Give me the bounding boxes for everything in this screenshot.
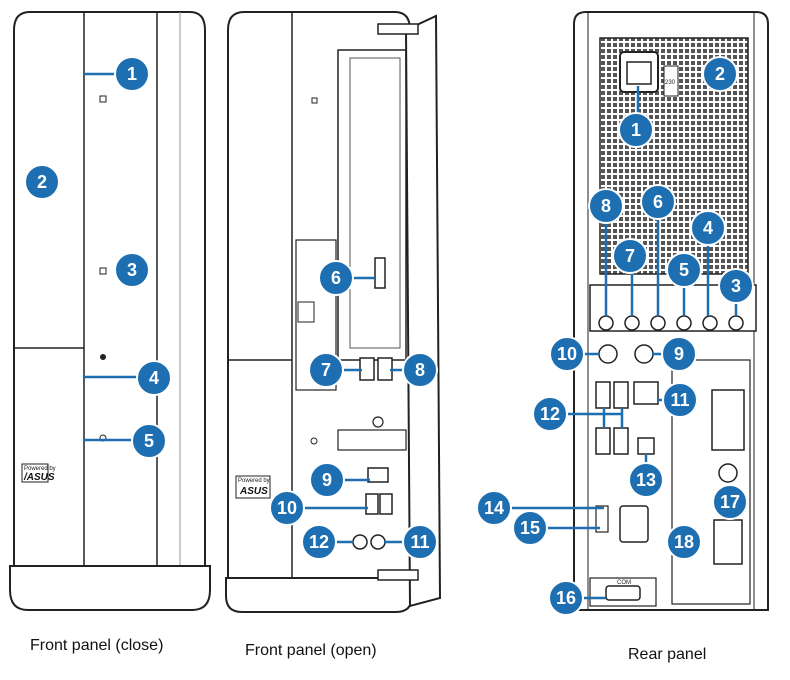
- callout-badge: 1: [618, 112, 654, 148]
- ps2-port[interactable]: [634, 344, 654, 364]
- callout-badge: 12: [532, 396, 568, 432]
- callout-badge: 7: [308, 352, 344, 388]
- svg-text:16: 16: [556, 588, 576, 608]
- vga-port-card[interactable]: [713, 519, 743, 565]
- callout-badge: 1: [114, 56, 150, 92]
- caption-front-panel-open: Front panel (open): [245, 642, 377, 659]
- svg-text:10: 10: [557, 344, 577, 364]
- powered-by-text: Powered by: [24, 466, 56, 472]
- audio-jack[interactable]: [676, 315, 692, 331]
- callout-badge: 6: [318, 260, 354, 296]
- svg-text:14: 14: [484, 498, 504, 518]
- callout-badge: 6: [640, 184, 676, 220]
- svg-text:9: 9: [674, 344, 684, 364]
- svg-text:6: 6: [331, 268, 341, 288]
- ieee1394-port[interactable]: [637, 437, 655, 455]
- drive-icon: [311, 97, 318, 104]
- callout-badge: 11: [402, 524, 438, 560]
- callout-badge: 12: [301, 524, 337, 560]
- callout-badge: 11: [662, 382, 698, 418]
- voltage-text: 230: [665, 80, 676, 86]
- svg-text:7: 7: [625, 246, 635, 266]
- callout-badge: 9: [309, 462, 345, 498]
- svg-text:10: 10: [277, 498, 297, 518]
- audio-jack[interactable]: [702, 315, 718, 331]
- vga-port[interactable]: [619, 505, 649, 543]
- hdd-led-icon: [100, 354, 106, 360]
- callout-badge: 18: [666, 524, 702, 560]
- audio-jack[interactable]: [598, 315, 614, 331]
- svg-text:3: 3: [731, 276, 741, 296]
- powered-by-text: Powered by: [238, 478, 270, 484]
- callout-badge: 8: [588, 188, 624, 224]
- usb-port[interactable]: [613, 427, 629, 455]
- callout-badge: 14: [476, 490, 512, 526]
- svg-text:9: 9: [322, 470, 332, 490]
- svg-text:11: 11: [670, 390, 689, 410]
- callout-badge: 3: [114, 252, 150, 288]
- callout-badge: 17: [712, 484, 748, 520]
- svg-text:1: 1: [127, 64, 137, 84]
- callout-badge: 4: [690, 210, 726, 246]
- ps2-port[interactable]: [598, 344, 618, 364]
- audio-jack[interactable]: [650, 315, 666, 331]
- asus-logo: /ASUS: [23, 472, 55, 483]
- svg-text:18: 18: [674, 532, 694, 552]
- caption-front-panel-close: Front panel (close): [30, 637, 164, 654]
- callout-badge: 3: [718, 268, 754, 304]
- svg-text:12: 12: [309, 532, 329, 552]
- rear-panel: 230 COM: [476, 11, 769, 616]
- svg-text:11: 11: [410, 532, 429, 552]
- svg-text:4: 4: [703, 218, 713, 238]
- callout-badge: 10: [549, 336, 585, 372]
- callout-badge: 10: [269, 490, 305, 526]
- com-text: COM: [617, 580, 631, 586]
- callout-badge: 16: [548, 580, 584, 616]
- front-panel-open: Powered by ASUS 6 7 8 9 10 11 12: [225, 11, 442, 613]
- callout-badge: 2: [24, 164, 60, 200]
- callout-badge: 4: [136, 360, 172, 396]
- svideo-port[interactable]: [718, 463, 738, 483]
- callout-badge: 7: [612, 238, 648, 274]
- usb-port[interactable]: [595, 427, 611, 455]
- callout-badge: 5: [666, 252, 702, 288]
- svg-text:8: 8: [601, 196, 611, 216]
- svg-text:15: 15: [520, 518, 540, 538]
- svg-text:13: 13: [636, 470, 656, 490]
- svg-text:6: 6: [653, 192, 663, 212]
- front-panel-close: Powered by /ASUS 1 2 3 4 5: [9, 11, 211, 611]
- svg-text:3: 3: [127, 260, 137, 280]
- callout-badge: 9: [661, 336, 697, 372]
- svg-text:7: 7: [321, 360, 331, 380]
- callout-badge: 13: [628, 462, 664, 498]
- svg-text:5: 5: [679, 260, 689, 280]
- usb-port[interactable]: [613, 381, 629, 409]
- svg-text:12: 12: [540, 404, 560, 424]
- drive-icon: [99, 267, 107, 275]
- svg-text:2: 2: [37, 172, 47, 192]
- caption-rear-panel: Rear panel: [628, 646, 707, 663]
- dvi-port[interactable]: [711, 389, 745, 451]
- svg-text:8: 8: [415, 360, 425, 380]
- switch[interactable]: [595, 505, 609, 533]
- power-icon: [310, 437, 318, 445]
- callout-badge: 15: [512, 510, 548, 546]
- callout-badge: 2: [702, 56, 738, 92]
- usb-port[interactable]: [595, 381, 611, 409]
- svg-text:4: 4: [149, 368, 159, 388]
- callout-badge: 8: [402, 352, 438, 388]
- svg-text:5: 5: [144, 431, 154, 451]
- svg-text:17: 17: [720, 492, 740, 512]
- svg-text:2: 2: [715, 64, 725, 84]
- audio-jack[interactable]: [624, 315, 640, 331]
- callout-badge: 5: [131, 423, 167, 459]
- audio-jack[interactable]: [728, 315, 744, 331]
- lan-port[interactable]: [633, 381, 659, 405]
- com-port[interactable]: [605, 585, 641, 601]
- svg-text:1: 1: [631, 120, 641, 140]
- drive-icon: [99, 95, 107, 103]
- asus-logo: ASUS: [239, 486, 268, 497]
